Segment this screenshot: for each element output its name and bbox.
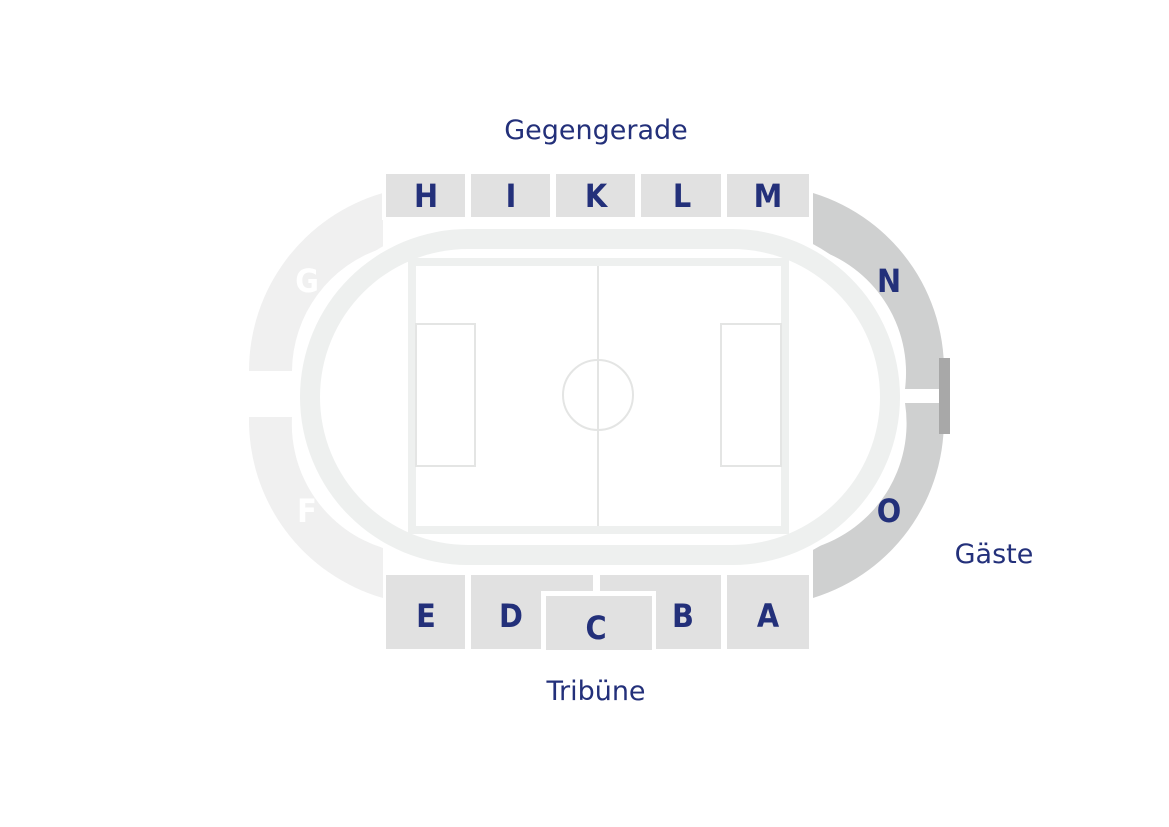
block-label-g: G: [295, 262, 319, 300]
block-g-area[interactable]: [248, 193, 383, 371]
block-m-fill[interactable]: [727, 174, 809, 217]
block-label-h: H: [414, 177, 438, 215]
block-h-fill[interactable]: [386, 174, 465, 217]
block-label-n: N: [877, 262, 901, 300]
block-a-fill[interactable]: [727, 575, 809, 649]
block-label-e: E: [416, 597, 436, 635]
block-k-fill[interactable]: [556, 174, 635, 217]
block-label-d: D: [499, 597, 523, 635]
block-label-o: O: [877, 492, 901, 530]
block-label-i: I: [506, 177, 517, 215]
infield: [320, 249, 880, 545]
block-i-fill[interactable]: [471, 174, 550, 217]
block-label-c: C: [585, 609, 606, 647]
main-stand-blocks: [386, 575, 809, 651]
away-gate: [939, 358, 950, 434]
block-label-f: F: [297, 492, 317, 530]
counter-straight-label: Gegengerade: [504, 115, 688, 146]
penalty-box-left: [415, 323, 476, 467]
center-circle: [562, 359, 634, 431]
block-e-fill[interactable]: [386, 575, 465, 649]
block-label-k: K: [585, 177, 609, 215]
block-label-l: L: [673, 177, 691, 215]
block-label-b: B: [672, 597, 694, 635]
counter-straight-blocks: [382, 170, 809, 220]
block-o-area[interactable]: [813, 403, 944, 598]
block-l-fill[interactable]: [641, 174, 721, 217]
main-stand-label: Tribüne: [545, 676, 645, 707]
block-label-a: A: [757, 597, 780, 635]
block-n-area[interactable]: [813, 193, 944, 389]
block-f-area[interactable]: [248, 417, 383, 598]
pitch-outline: [408, 258, 789, 534]
block-c-fill[interactable]: [546, 596, 652, 650]
pitch: [408, 258, 789, 534]
block-label-m: M: [754, 177, 783, 215]
away-label: Gäste: [955, 539, 1034, 570]
penalty-box-right: [720, 323, 782, 467]
